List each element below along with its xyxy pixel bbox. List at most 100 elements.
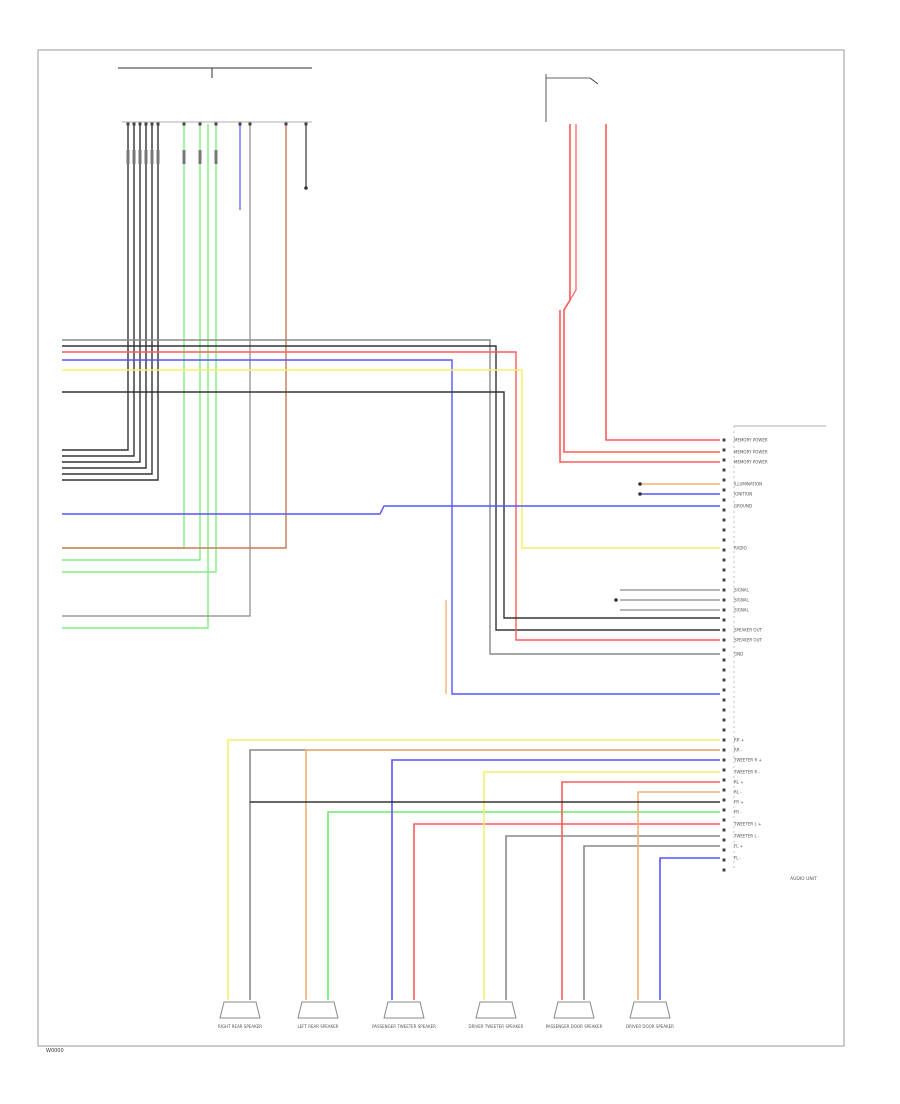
terminal-pin bbox=[238, 122, 242, 126]
speaker-label: LEFT REAR SPEAKER bbox=[298, 1024, 339, 1029]
connector-pin bbox=[722, 828, 726, 832]
connector-label: TWEETER R - bbox=[733, 770, 761, 775]
speaker-wire bbox=[561, 781, 720, 1000]
speaker-icon bbox=[219, 1001, 261, 1019]
wire-tag bbox=[156, 150, 160, 164]
speaker-wire bbox=[413, 823, 720, 1000]
top-right-connector bbox=[545, 74, 599, 122]
connector-label: TWEETER L - bbox=[733, 834, 760, 839]
speaker: RIGHT REAR SPEAKER bbox=[218, 1001, 262, 1029]
connector-pin bbox=[722, 658, 726, 662]
speaker: PASSENGER TWEETER SPEAKER bbox=[372, 1001, 436, 1029]
connector-pin bbox=[722, 808, 726, 812]
speaker-label: PASSENGER TWEETER SPEAKER bbox=[372, 1024, 436, 1029]
connector-label: SIGNAL bbox=[734, 588, 750, 593]
terminal-pin bbox=[126, 122, 130, 126]
red-wire bbox=[559, 310, 720, 463]
speaker-icon bbox=[297, 1001, 339, 1019]
connector-label: SIGNAL bbox=[734, 608, 750, 613]
connector-label: MEMORY POWER bbox=[734, 438, 768, 443]
speaker-wire bbox=[305, 749, 720, 1000]
connector-label: RR - bbox=[734, 748, 743, 753]
connector-pin bbox=[722, 688, 726, 692]
connector-label: IGNITION bbox=[734, 492, 752, 497]
speaker-label: RIGHT REAR SPEAKER bbox=[218, 1024, 262, 1029]
connector-label: GND bbox=[734, 652, 743, 657]
black-wire bbox=[62, 345, 720, 631]
connector-label: ILLUMINATION bbox=[734, 482, 762, 487]
red-wire bbox=[569, 124, 577, 301]
harness-wire bbox=[62, 124, 153, 475]
terminal-pin bbox=[156, 122, 160, 126]
connector-pin bbox=[722, 678, 726, 682]
connector-pin bbox=[722, 548, 726, 552]
ground-dot bbox=[304, 186, 308, 190]
connector-pin bbox=[722, 838, 726, 842]
black-wire bbox=[62, 391, 720, 619]
connector-pin bbox=[722, 768, 726, 772]
speaker-label: PASSENGER DOOR SPEAKER bbox=[546, 1024, 603, 1029]
diagram-frame bbox=[37, 49, 845, 1047]
blue-wire bbox=[62, 505, 720, 515]
harness-wire bbox=[62, 124, 141, 463]
red-wire bbox=[605, 124, 720, 441]
connector-pin bbox=[722, 568, 726, 572]
speaker-wire bbox=[483, 771, 720, 1000]
speaker: DRIVER DOOR SPEAKER bbox=[626, 1001, 674, 1029]
connector-label: TWEETER R + bbox=[733, 758, 762, 763]
wire-tag bbox=[198, 150, 202, 164]
green-wire bbox=[62, 124, 217, 573]
wire-tag bbox=[182, 150, 186, 164]
connector-pin bbox=[722, 648, 726, 652]
splice-dot bbox=[638, 492, 642, 496]
speaker-wire bbox=[637, 791, 720, 1000]
connector-pin bbox=[722, 818, 726, 822]
connector-label: RADIO bbox=[734, 546, 747, 551]
connector-pin bbox=[722, 558, 726, 562]
connector-pin bbox=[722, 628, 726, 632]
connector-label: FR + bbox=[734, 800, 744, 805]
harness-wire bbox=[62, 124, 159, 481]
green-wire bbox=[62, 124, 185, 549]
blue-wire bbox=[62, 359, 720, 695]
terminal-pin bbox=[198, 122, 202, 126]
audio-unit-label: AUDIO UNIT bbox=[790, 876, 817, 882]
connector-label: FL - bbox=[734, 856, 742, 861]
connector-label: SPEAKER OUT bbox=[734, 638, 762, 643]
connector-pin bbox=[722, 778, 726, 782]
yellow-wire bbox=[62, 369, 720, 549]
connector-pin bbox=[722, 448, 726, 452]
speaker-wire bbox=[505, 835, 720, 1000]
connector-pin bbox=[722, 488, 726, 492]
speaker-label: DRIVER DOOR SPEAKER bbox=[626, 1024, 674, 1029]
connector-pin bbox=[722, 508, 726, 512]
connector-pin bbox=[722, 728, 726, 732]
speaker: DRIVER TWEETER SPEAKER bbox=[469, 1001, 524, 1029]
splice-dot bbox=[638, 482, 642, 486]
connector-label: SIGNAL bbox=[734, 598, 750, 603]
connector-label: FL + bbox=[734, 844, 743, 849]
connector-label: RL - bbox=[734, 790, 742, 795]
connector-pin bbox=[722, 718, 726, 722]
terminal-pin bbox=[150, 122, 154, 126]
speaker-wire bbox=[227, 739, 720, 1000]
speaker-wire bbox=[249, 749, 720, 1000]
connector-pin bbox=[722, 638, 726, 642]
connector-pin bbox=[722, 858, 726, 862]
speaker-wire bbox=[659, 857, 720, 1000]
connector-label: TWEETER L + bbox=[733, 822, 761, 827]
terminal-pin bbox=[144, 122, 148, 126]
terminal-pin bbox=[138, 122, 142, 126]
connector-label: FR - bbox=[734, 810, 742, 815]
connector-pin bbox=[722, 708, 726, 712]
connector-pin bbox=[722, 618, 726, 622]
connector-pin bbox=[722, 528, 726, 532]
speaker-icon bbox=[629, 1001, 671, 1019]
connector-pin bbox=[722, 518, 726, 522]
gray-wire bbox=[62, 339, 720, 655]
terminal-pin bbox=[214, 122, 218, 126]
wire-tag bbox=[144, 150, 148, 164]
speaker: LEFT REAR SPEAKER bbox=[297, 1001, 339, 1029]
connector-pin bbox=[722, 538, 726, 542]
